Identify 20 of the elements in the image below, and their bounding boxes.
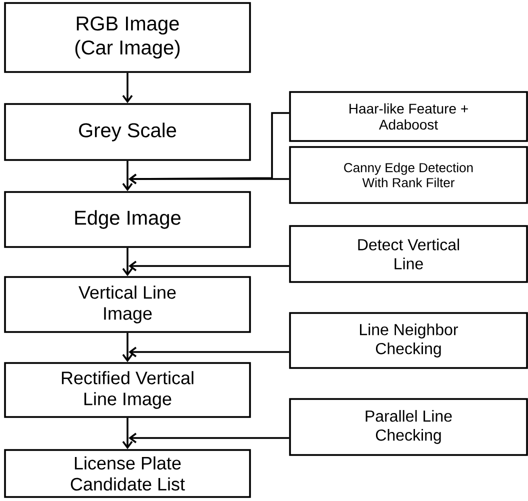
- arrow: [128, 432, 290, 444]
- arrow: [122, 418, 133, 450]
- process-box: Vertical Line Image: [4, 276, 251, 333]
- arrow: [122, 332, 133, 362]
- arrow: [128, 260, 290, 272]
- arrow: [128, 174, 290, 184]
- arrow: [122, 248, 133, 276]
- process-box: Grey Scale: [4, 103, 251, 161]
- process-box: Detect Vertical Line: [289, 225, 528, 283]
- process-box: Parallel Line Checking: [289, 398, 528, 456]
- process-box: Line Neighbor Checking: [289, 312, 528, 369]
- process-box: RGB Image (Car Image): [4, 2, 251, 73]
- arrow: [128, 346, 290, 358]
- process-box: License Plate Candidate List: [4, 449, 251, 498]
- arrow: [122, 72, 133, 104]
- process-box: Haar-like Feature + Adaboost: [289, 91, 528, 142]
- process-box: Rectified Vertical Line Image: [4, 362, 251, 418]
- arrow: [122, 160, 133, 192]
- process-box: Canny Edge Detection With Rank Filter: [289, 146, 528, 204]
- process-box: Edge Image: [4, 191, 251, 248]
